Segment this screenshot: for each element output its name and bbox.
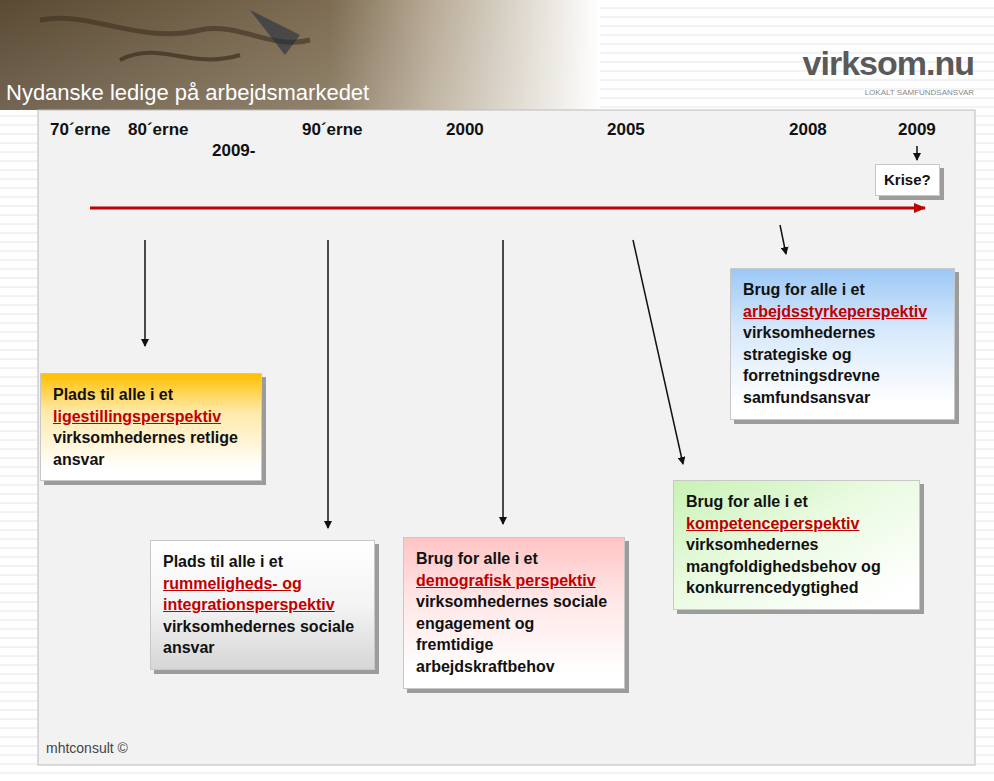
box-body: virksomhedernes retlige ansvar (53, 427, 249, 470)
period-box: Plads til alle i etligestillingsperspekt… (40, 373, 262, 481)
perspective-term: rummeligheds- og integrationsperspektiv (163, 573, 362, 616)
perspective-term: kompetenceperspektiv (686, 513, 907, 535)
box-body: virksomhedernes sociale engagement og fr… (416, 591, 612, 677)
timeline-label: 2008 (789, 120, 827, 140)
period-box: Plads til alle i etrummeligheds- og inte… (150, 540, 375, 670)
box-body: virksomhedernes strategiske og forretnin… (743, 322, 942, 408)
perspective-term: arbejdsstyrkeperspektiv (743, 301, 942, 323)
perspective-term: demografisk perspektiv (416, 570, 612, 592)
box-heading: Brug for alle i et (416, 548, 612, 570)
perspective-term: ligestillingsperspektiv (53, 406, 249, 428)
box-heading: Brug for alle i et (686, 491, 907, 513)
logo-text: virksom.nu (803, 44, 974, 83)
page-title: Nydanske ledige på arbejdsmarkedet (6, 80, 369, 106)
box-heading: Plads til alle i et (163, 551, 362, 573)
timeline-label: 2000 (446, 120, 484, 140)
period-box: Brug for alle i etdemografisk perspektiv… (403, 537, 625, 689)
timeline-label: 2005 (607, 120, 645, 140)
timeline-label: 80´erne (128, 120, 188, 140)
logo-subtitle: LOKALT SAMFUNDSANSVAR (865, 88, 974, 97)
timeline-label: 70´erne (50, 120, 110, 140)
period-box: Brug for alle i etarbejdsstyrkeperspekti… (730, 268, 955, 420)
box-body: virksomhedernes sociale ansvar (163, 616, 362, 659)
box-heading: Plads til alle i et (53, 384, 249, 406)
period-box: Brug for alle i etkompetenceperspektivvi… (673, 480, 920, 610)
timeline-label: 2009- (212, 141, 255, 161)
timeline-label: 90´erne (302, 120, 362, 140)
box-heading: Krise? (884, 170, 931, 190)
box-heading: Brug for alle i et (743, 279, 942, 301)
copyright-note: mhtconsult © (46, 740, 128, 756)
box-body: virksomhedernes mangfoldighedsbehov og k… (686, 534, 907, 599)
timeline-label: 2009 (898, 120, 936, 140)
crisis-box: Krise? (875, 164, 940, 196)
